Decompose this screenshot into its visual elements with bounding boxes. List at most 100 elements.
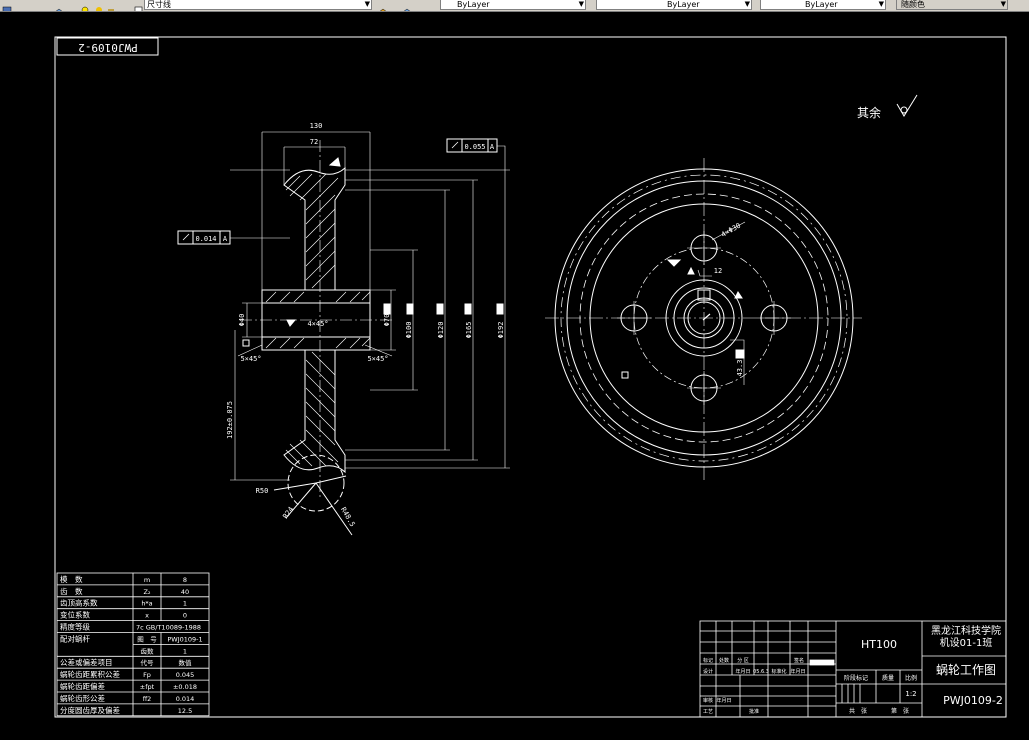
review-label: 审核: [703, 697, 713, 704]
param-cell: Z₂: [143, 588, 150, 596]
dim-phi40: Φ40: [238, 314, 246, 327]
chamfer-right: 5×45°: [367, 355, 388, 363]
lock-icon[interactable]: [106, 0, 116, 11]
roughness-symbol-icon: [896, 94, 918, 117]
param-cell: 公差或偏差项目: [60, 657, 113, 667]
chevron-down-icon[interactable]: ▼: [878, 0, 884, 8]
param-cell: 数值: [179, 658, 193, 667]
param-cell: 代号: [141, 658, 155, 667]
chevron-down-icon[interactable]: ▼: [1000, 0, 1006, 8]
current-layer-combo[interactable]: 尺寸线 ▼: [144, 0, 372, 10]
rotated-code: PWJ0109-2: [78, 41, 138, 54]
datum-a-2: A: [223, 235, 228, 243]
bulb-icon[interactable]: [80, 0, 90, 11]
param-cell: Fp: [143, 671, 151, 679]
param-cell: 1: [183, 600, 187, 608]
dim-192-tol: 192±0.075: [226, 401, 234, 439]
param-cell: 0.045: [176, 671, 195, 679]
param-cell: 1: [183, 647, 187, 655]
design-label: 设计: [703, 668, 713, 675]
datum-a-1: A: [490, 143, 495, 151]
drawing-code: PWJ0109-2: [943, 694, 1003, 707]
param-cell: m: [144, 576, 150, 584]
drawing-canvas[interactable]: PWJ0109-2 其余: [0, 12, 1029, 740]
process-label: 工艺: [703, 709, 713, 715]
param-cell: 蜗轮齿距偏差: [60, 681, 105, 691]
layer-previous-icon[interactable]: [402, 0, 412, 11]
color-swatch-icon[interactable]: [134, 0, 144, 11]
param-cell: ff2: [143, 695, 152, 703]
surface-note: 其余: [857, 105, 881, 120]
color-value: ByLayer: [457, 0, 490, 9]
drawing-frame: [54, 36, 1007, 718]
color-combo[interactable]: ByLayer ▼: [440, 0, 586, 10]
section-view: [177, 131, 510, 536]
param-cell: 0: [183, 612, 187, 620]
dim-433: 43.3: [736, 360, 744, 377]
param-cell: ±0.018: [173, 683, 197, 691]
chevron-down-icon[interactable]: ▼: [364, 0, 370, 8]
material-value: HT100: [861, 638, 897, 651]
linetype-value: ByLayer: [667, 0, 700, 9]
date-label-2: 年月日: [790, 668, 805, 675]
param-cell: 模 数: [60, 574, 83, 584]
dim-phi70: Φ70: [383, 314, 391, 327]
date-label-3: 年月日: [716, 697, 731, 704]
dim-130: 130: [310, 122, 323, 130]
sheets-total: 共 张: [849, 707, 867, 715]
layer-manager-icon[interactable]: [54, 0, 64, 11]
chevron-down-icon[interactable]: ▼: [578, 0, 584, 8]
code-box: [56, 37, 159, 56]
front-view: [545, 158, 862, 480]
param-cell: 0.014: [176, 695, 195, 703]
param-cell: 8: [183, 576, 187, 584]
sun-icon[interactable]: [94, 0, 104, 11]
standardize-label: 标准化: [771, 668, 786, 675]
zone-label: 分 区: [737, 657, 749, 664]
param-cell: 蜗轮齿距累积公差: [60, 669, 120, 679]
class-name: 机设01-1班: [940, 636, 993, 649]
mark-label: 标记: [703, 657, 713, 664]
approve-label: 批准: [749, 708, 759, 715]
scale-value: 1:2: [905, 690, 916, 698]
title-block: [699, 620, 1007, 718]
dim-r50: R50: [256, 487, 269, 495]
sheet-no: 第 张: [891, 707, 909, 715]
scale-label: 比例: [905, 674, 917, 682]
stage-mark-label: 阶段标记: [844, 674, 868, 682]
chamfer-left: 5×45°: [240, 355, 261, 363]
linetype-combo[interactable]: ByLayer ▼: [596, 0, 752, 10]
chamfer-mid: 4×45°: [307, 320, 328, 328]
dim-phi100: Φ100: [405, 322, 413, 339]
param-cell: ±fpt: [140, 683, 155, 691]
properties-toolbar: 尺寸线 ▼ ByLayer ▼ ByLayer ▼ ByLayer ▼ 随颜色 …: [0, 0, 1029, 12]
lineweight-combo[interactable]: ByLayer ▼: [760, 0, 886, 10]
dim-12: 12: [714, 267, 722, 275]
tol-0055: 0.055: [464, 143, 485, 151]
dim-phi165: Φ165: [465, 322, 473, 339]
design-date: 05.6.3: [753, 669, 769, 675]
param-cell: 分度圆齿厚及偏差: [60, 705, 120, 715]
title-block-text: HT100 黑龙江科技学院 机设01-1班 蜗轮工作图 PWJ0109-2 阶段…: [703, 624, 1003, 715]
weight-label: 质量: [882, 674, 894, 682]
layer-icon[interactable]: [2, 0, 12, 11]
sign-label: 签名: [794, 657, 804, 664]
param-cell: 齿顶高系数: [60, 598, 98, 608]
param-cell: 40: [181, 588, 189, 596]
plotstyle-value: 随颜色: [901, 0, 925, 9]
dim-72: 72: [310, 138, 318, 146]
current-layer-value: 尺寸线: [147, 0, 171, 9]
param-cell: 7c GB/T10089-1988: [136, 624, 201, 632]
count-label: 处数: [719, 657, 729, 664]
param-cell: 精度等级: [60, 622, 90, 632]
chevron-down-icon[interactable]: ▼: [744, 0, 750, 8]
param-cell: PWJ0109-1: [167, 635, 202, 643]
make-current-icon[interactable]: [378, 0, 388, 11]
drawing-name: 蜗轮工作图: [936, 662, 996, 677]
param-cell: h*a: [141, 600, 152, 608]
dim-phi192: Φ192: [497, 322, 505, 339]
date-label: 年月日: [735, 668, 750, 675]
plotstyle-combo[interactable]: 随颜色 ▼: [896, 0, 1008, 10]
param-cell: 齿数: [141, 646, 155, 655]
